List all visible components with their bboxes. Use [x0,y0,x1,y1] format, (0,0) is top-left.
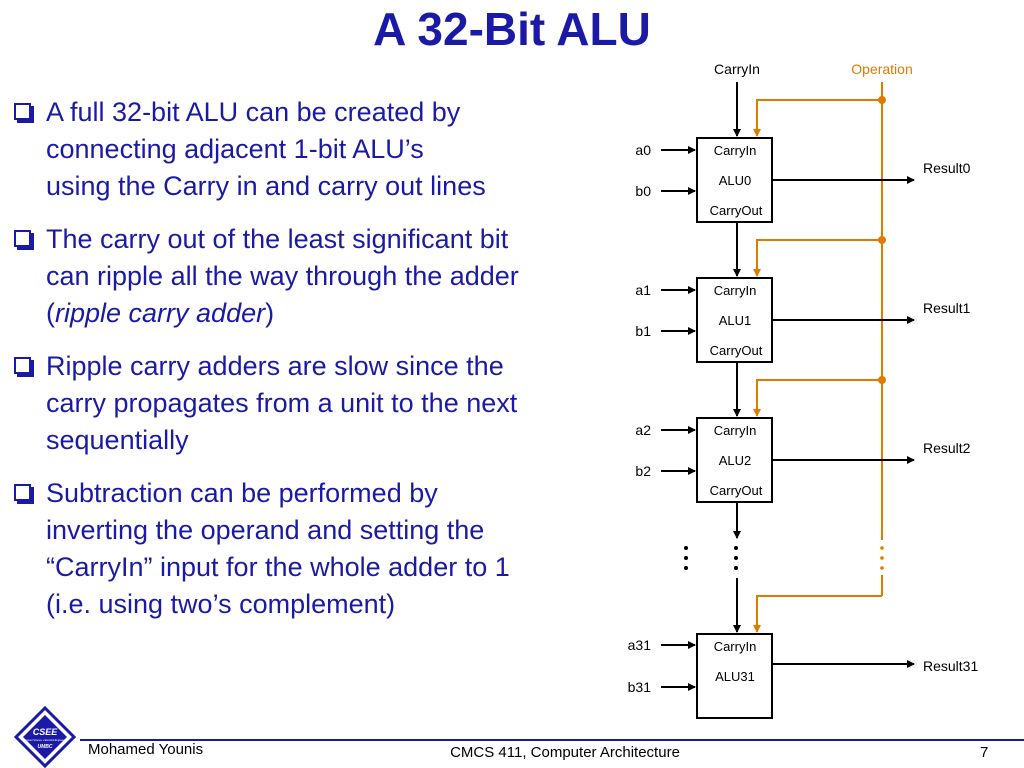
alu-carryin-label: CarryIn [714,143,757,158]
alu-name: ALU2 [719,453,752,468]
alu-carryout-label: CarryOut [710,203,763,218]
alu-box [696,633,773,719]
alu-carryin-label: CarryIn [714,639,757,654]
operation-tap [753,379,882,417]
slide-title: A 32-Bit ALU [373,3,651,55]
bullet-1-line-1: A full 32-bit ALU can be created by [46,97,461,127]
operation-tap [753,595,882,633]
carryin-input-label: CarryIn [714,61,760,77]
bullet-4: Subtraction can be performed by invertin… [12,475,612,623]
result-label: Result31 [923,658,978,674]
alu-name: ALU0 [719,173,752,188]
checkbox-bullet-icon [14,103,31,120]
footer-divider [80,739,1024,741]
bullet-3-line-1: Ripple carry adders are slow since the [46,351,504,381]
alu-block: CarryIn ALU2 CarryOut a2 b2 Result2 [635,376,971,539]
input-b-label: b1 [635,323,651,339]
result-label: Result2 [923,440,971,456]
operation-junction-dot [878,96,886,104]
input-b-label: b0 [635,183,651,199]
csee-umbc-logo: CSEE Computer Science + Electrical Engin… [14,706,76,768]
alu-box [696,137,773,223]
alu-block: CarryIn ALU31 a31 b31 Result31 [628,578,978,719]
ellipsis-dots-center [734,546,738,570]
alu-block: CarryIn ALU0 CarryOut a0 b0 Result0 [635,96,971,277]
paren-close: ) [265,298,275,328]
operation-junction-dot [878,376,886,384]
alu-name: ALU31 [715,669,755,684]
bullet-4-line-4: (i.e. using two’s complement) [46,589,396,619]
bullet-2-line-3: (ripple carry adder) [46,295,612,332]
input-a-label: a1 [635,282,651,298]
input-a-label: a31 [628,637,652,653]
footer-course: CMCS 411, Computer Architecture [450,744,680,761]
input-b-label: b2 [635,463,651,479]
bullet-2: The carry out of the least significant b… [12,221,612,332]
operation-junction-dot [878,236,886,244]
logo-subtitle-text: Computer Science + Electrical Engineerin… [22,739,68,742]
alu-box [696,277,773,363]
bullet-2-line-1: The carry out of the least significant b… [46,224,509,254]
input-a-label: a0 [635,142,651,158]
bullet-4-line-2: inverting the operand and setting the [46,515,485,545]
bullet-1-line-2: connecting adjacent 1-bit ALU’s [46,134,424,164]
logo-csee-text: CSEE [33,727,59,737]
ripple-carry-adder-term: ripple carry adder [55,298,266,328]
alu-carryin-label: CarryIn [714,423,757,438]
footer-page-number: 7 [980,744,989,761]
alu-carryout-label: CarryOut [710,343,763,358]
operation-tap [753,99,882,137]
alu-block: CarryIn ALU1 CarryOut a1 b1 Result1 [635,236,971,417]
footer-author: Mohamed Younis [88,741,204,758]
operation-bus-dots [880,546,884,570]
bullet-4-line-1: Subtraction can be performed by [46,478,438,508]
bullet-1-line-3: using the Carry in and carry out lines [46,171,486,201]
input-a-label: a2 [635,422,651,438]
alu-name: ALU1 [719,313,752,328]
alu-carryout-label: CarryOut [710,483,763,498]
input-b-label: b31 [628,679,652,695]
bullet-2-line-2: can ripple all the way through the adder [46,261,519,291]
checkbox-bullet-icon [14,484,31,501]
bullet-list: A full 32-bit ALU can be created by conn… [12,94,612,639]
result-label: Result1 [923,300,971,316]
bullet-3: Ripple carry adders are slow since the c… [12,348,612,459]
logo-umbc-text: UMBC [38,744,53,750]
operation-label: Operation [851,61,912,77]
alu-carryin-label: CarryIn [714,283,757,298]
operation-tap [753,239,882,277]
bullet-3-line-2: carry propagates from a unit to the next [46,388,518,418]
checkbox-bullet-icon [14,357,31,374]
result-label: Result0 [923,160,971,176]
bullet-1: A full 32-bit ALU can be created by conn… [12,94,612,205]
ellipsis-dots-left [684,546,688,570]
bullet-4-line-3: “CarryIn” input for the whole adder to 1 [46,552,510,582]
paren-open: ( [46,298,55,328]
bullet-3-line-3: sequentially [46,425,189,455]
checkbox-bullet-icon [14,230,31,247]
ripple-alu-diagram: CarryIn Operation CarryIn ALU0 CarryOut … [628,61,978,719]
